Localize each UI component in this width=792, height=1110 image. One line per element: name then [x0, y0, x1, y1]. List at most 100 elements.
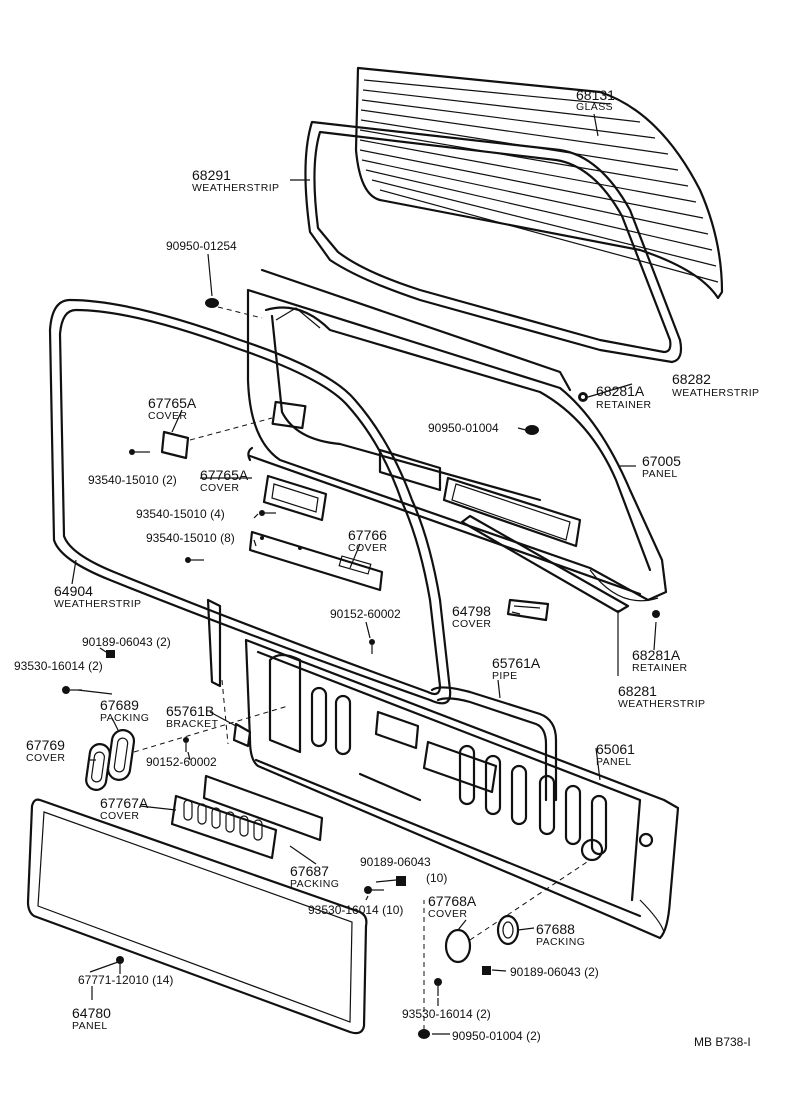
part-name: PANEL [72, 1020, 108, 1032]
part-number: 67765A [148, 395, 197, 411]
label-67765a-b: 67765A COVER [200, 467, 249, 494]
part-number: 65061 [596, 741, 635, 757]
part-number: 67766 [348, 527, 387, 543]
part-name: WEATHERSTRIP [192, 182, 279, 194]
part-name: COVER [100, 810, 139, 822]
retainer-68281a[interactable] [578, 392, 588, 402]
part-name: WEATHERSTRIP [618, 698, 705, 710]
part-number: 68281A [596, 383, 645, 399]
screw-67771-12010[interactable] [116, 956, 124, 974]
cover-67765a-lower[interactable] [262, 474, 328, 522]
label-90189-06043-2b: 90189-06043 (2) [510, 965, 599, 979]
label-67769: 67769 COVER [26, 737, 65, 764]
part-number: 65761A [492, 655, 541, 671]
tailgate-weatherstrip[interactable] [48, 298, 452, 705]
label-93530-16014-2: 93530-16014 (2) [14, 659, 103, 673]
bolt-93530-16014-c[interactable] [434, 978, 442, 996]
label-68281a-top: 68281A RETAINER [596, 383, 651, 411]
clip-90950-01004-b[interactable] [418, 1029, 430, 1039]
part-name: COVER [200, 482, 239, 494]
part-name: PACKING [100, 712, 149, 724]
clip-90950-01004[interactable] [525, 425, 539, 435]
part-name: PACKING [536, 936, 585, 948]
part-name: BRACKET [166, 718, 219, 730]
part-name: PANEL [642, 468, 678, 480]
cover-67769[interactable] [85, 743, 111, 791]
label-68291: 68291 WEATHERSTRIP [192, 167, 279, 194]
trim-panel-64780[interactable] [26, 798, 368, 1035]
part-qty: (10) [426, 871, 447, 885]
clip-90950-01254[interactable] [205, 298, 219, 308]
label-68282: 68282 WEATHERSTRIP [672, 371, 759, 399]
cover-64798[interactable] [506, 598, 550, 622]
label-90950-01254: 90950-01254 [166, 239, 237, 253]
packing-67687[interactable] [202, 774, 324, 842]
nut-90189-06043-c[interactable] [482, 966, 491, 975]
cover-67765a-upper[interactable] [160, 430, 190, 460]
part-number: 67768A [428, 893, 477, 909]
part-number: 67689 [100, 697, 139, 713]
label-67687: 67687 PACKING [290, 863, 339, 890]
part-number: 67765A [200, 467, 249, 483]
part-name: GLASS [576, 101, 613, 113]
glass-weatherstrip[interactable] [304, 120, 683, 364]
cover-67768a[interactable] [444, 928, 472, 964]
part-name: COVER [26, 752, 65, 764]
nut-90189-06043-a[interactable] [106, 650, 115, 658]
label-68131: 68131 GLASS [576, 87, 615, 113]
part-number: 64904 [54, 583, 93, 599]
part-name: COVER [148, 410, 187, 422]
leader-lines [71, 113, 657, 1035]
nut-90189-06043-b[interactable] [396, 876, 406, 886]
label-93540-15010-2: 93540-15010 (2) [88, 473, 177, 487]
diagram-code: MB B738-I [694, 1035, 751, 1049]
part-number: 65761B [166, 703, 214, 719]
label-67767a: 67767A COVER [100, 795, 149, 822]
label-90950-01004-2: 90950-01004 (2) [452, 1029, 541, 1043]
label-67765a-a: 67765A COVER [148, 395, 197, 422]
packing-67688[interactable] [496, 914, 520, 946]
part-name: COVER [348, 542, 387, 554]
label-93530-16014-2b: 93530-16014 (2) [402, 1007, 491, 1021]
weatherstrip-68281[interactable] [460, 514, 660, 618]
part-number: 68131 [576, 87, 615, 103]
lower-tailgate-panel[interactable] [244, 638, 680, 940]
pipe-65761a[interactable] [430, 686, 558, 802]
rear-glass[interactable] [354, 66, 724, 300]
label-67768a: 67768A COVER [428, 893, 477, 920]
label-93530-16014-10: 93530-16014 (10) [308, 903, 403, 917]
part-name: COVER [452, 618, 491, 630]
label-93540-15010-4: 93540-15010 (4) [136, 507, 225, 521]
part-number: 67769 [26, 737, 65, 753]
label-68281a-bottom: 68281A RETAINER [632, 647, 688, 674]
label-64798: 64798 COVER [452, 603, 491, 630]
cover-67767a[interactable] [170, 794, 278, 860]
part-number: 68281A [632, 647, 681, 663]
label-67771-12010: 67771-12010 (14) [78, 973, 173, 987]
bracket-65761b[interactable] [232, 722, 252, 748]
label-68281: 68281 WEATHERSTRIP [618, 683, 705, 710]
part-number: 68291 [192, 167, 231, 183]
part-number: 64780 [72, 1005, 111, 1021]
screw-90152-60002-b[interactable] [183, 737, 189, 752]
part-name: PANEL [596, 756, 632, 768]
screw-93540-15010-b[interactable] [259, 510, 276, 516]
cover-67766[interactable] [248, 530, 384, 592]
label-65761a: 65761A PIPE [492, 655, 541, 682]
label-90950-01004: 90950-01004 [428, 421, 499, 435]
label-90189-06043-10: 90189-06043 (10) [360, 855, 447, 885]
screw-93540-15010-c[interactable] [185, 557, 204, 563]
part-name: RETAINER [632, 662, 688, 674]
label-90152-60002-b: 90152-60002 [146, 755, 217, 769]
part-number: 68282 [672, 371, 711, 387]
label-67688: 67688 PACKING [536, 921, 585, 948]
label-64780: 64780 PANEL [72, 1005, 111, 1032]
bracket-rod[interactable] [206, 598, 222, 688]
upper-back-panel[interactable] [246, 268, 668, 602]
screw-90152-60002-a[interactable] [369, 639, 375, 654]
screw-93540-15010-a[interactable] [129, 449, 150, 455]
part-number: 64798 [452, 603, 491, 619]
part-name: WEATHERSTRIP [54, 598, 141, 610]
bolt-93530-16014-b[interactable] [364, 886, 384, 894]
packing-67689[interactable] [106, 729, 136, 782]
